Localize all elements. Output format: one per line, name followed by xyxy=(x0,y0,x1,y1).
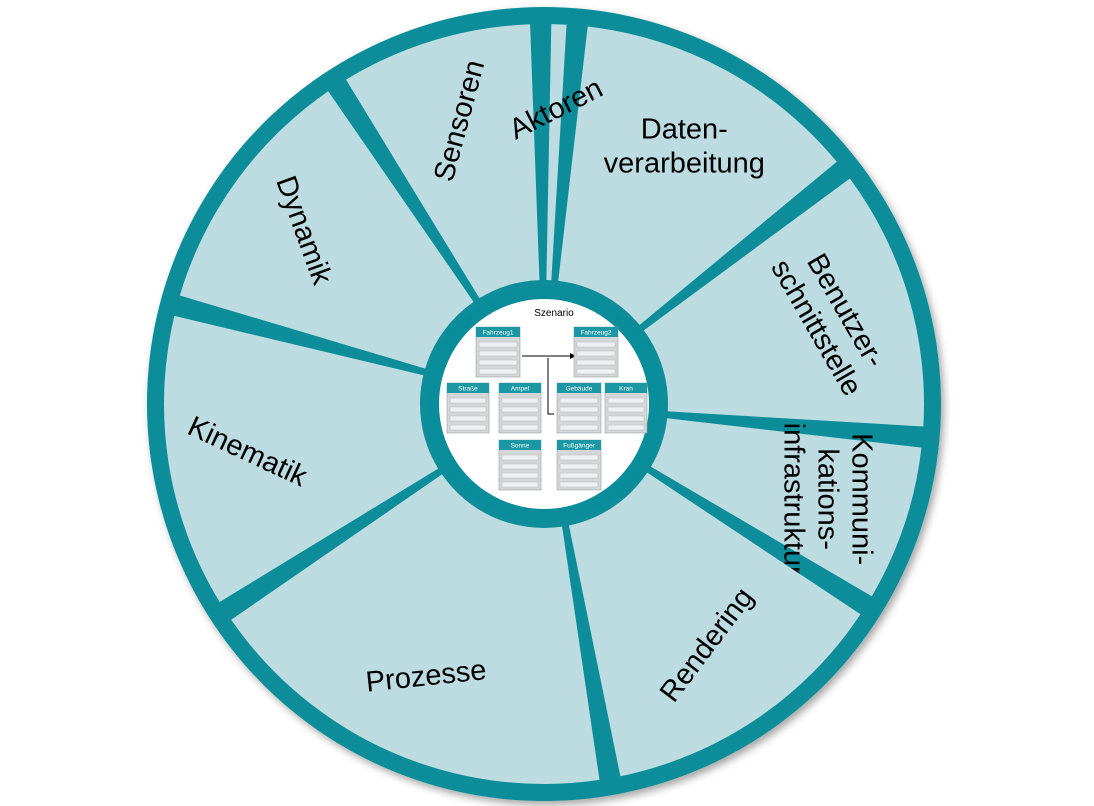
scenario-box-header xyxy=(499,440,541,450)
scenario-box-row xyxy=(478,368,518,375)
scenario-box-header xyxy=(476,327,520,337)
scenario-box-row xyxy=(478,341,518,348)
segment-benutzerschnittstelle xyxy=(643,178,925,427)
scenario-box-row xyxy=(501,397,539,404)
scenario-box-title: Sonne xyxy=(511,443,530,450)
segment-prozesse xyxy=(231,474,600,784)
connector-bracket xyxy=(547,358,554,415)
segment-kinematik xyxy=(163,315,439,602)
scenario-box-title: Fahrzeug2 xyxy=(580,330,611,337)
scenario-box-row xyxy=(449,424,487,431)
scenario-box-row xyxy=(559,454,599,461)
segment-label-datenverarbeitung: Daten-verarbeitung xyxy=(604,114,765,180)
scenario-box-row xyxy=(501,481,539,488)
scenario-box: Ampel xyxy=(498,382,542,434)
scenario-box-row xyxy=(449,415,487,422)
scenario-box-row xyxy=(478,359,518,366)
scenario-box-header xyxy=(557,383,601,393)
scenario-box-row xyxy=(559,406,599,413)
scenario-box: Fahrzeug2 xyxy=(573,326,619,378)
scenario-box-title: Ampel xyxy=(511,386,530,393)
segment-label-line: infrastruktur xyxy=(777,423,809,576)
segments-group: Daten-verarbeitungBenutzer-schnittstelle… xyxy=(163,24,925,784)
scenario-box-row xyxy=(607,424,645,431)
scenario-box-row xyxy=(559,472,599,479)
scenario-box: Fahrzeug1 xyxy=(475,326,521,378)
scenario-box-header xyxy=(574,327,618,337)
segment-kommunikationsinfrastruktur xyxy=(650,418,922,597)
scenario-box-row xyxy=(478,350,518,357)
scenario-box-row xyxy=(607,397,645,404)
scenario-box-title: Kran xyxy=(619,386,633,393)
scenario-box-row xyxy=(501,406,539,413)
scenario-box-title: Fahrzeug1 xyxy=(482,330,513,337)
segment-label-kommunikationsinfrastruktur: Kommuni-kations-infrastruktur xyxy=(777,423,877,576)
segment-label-line: Daten- xyxy=(641,114,728,146)
scenario-box-row xyxy=(449,397,487,404)
scenario-box-row xyxy=(559,481,599,488)
segment-datenverarbeitung xyxy=(558,26,837,325)
scenario-box-row xyxy=(607,406,645,413)
scenario-box: Sonne xyxy=(498,439,542,491)
connector-arrow-head xyxy=(570,353,576,359)
scenario-box-title: Gebäude xyxy=(566,386,593,393)
scenario-box-row xyxy=(576,341,616,348)
scenario-box-row xyxy=(576,359,616,366)
scenario-box-row xyxy=(576,350,616,357)
segment-label-line: Kommuni- xyxy=(845,433,877,565)
scenario-box-row xyxy=(559,463,599,470)
scenario-box-row xyxy=(576,368,616,375)
segment-label-line: kations- xyxy=(811,448,843,550)
scenario-box-row xyxy=(501,454,539,461)
scenario-box: Kran xyxy=(604,382,648,434)
segment-label-line: verarbeitung xyxy=(604,148,765,180)
scenario-box-title: Straße xyxy=(458,386,478,393)
scenario-box-row xyxy=(607,415,645,422)
center-title: Szenario xyxy=(534,308,574,319)
scenario-box-row xyxy=(501,415,539,422)
scenario-box-row xyxy=(559,415,599,422)
scenario-box-row xyxy=(449,406,487,413)
scenario-box: Fußgänger xyxy=(556,439,602,491)
scenario-box-row xyxy=(501,463,539,470)
scenario-box: Gebäude xyxy=(556,382,602,434)
segment-aktoren xyxy=(546,24,567,281)
scenario-box-header xyxy=(605,383,647,393)
scenario-box-row xyxy=(559,424,599,431)
scenario-box-header xyxy=(447,383,489,393)
scenario-box-title: Fußgänger xyxy=(563,443,596,450)
scenario-box-header xyxy=(557,440,601,450)
segment-sensoren xyxy=(346,24,540,299)
segment-rendering xyxy=(568,472,861,777)
scenario-box: Straße xyxy=(446,382,490,434)
scenario-box-row xyxy=(501,424,539,431)
scenario-box-row xyxy=(559,397,599,404)
scenario-box-header xyxy=(499,383,541,393)
scenario-box-row xyxy=(501,472,539,479)
segment-dynamik xyxy=(179,91,474,369)
